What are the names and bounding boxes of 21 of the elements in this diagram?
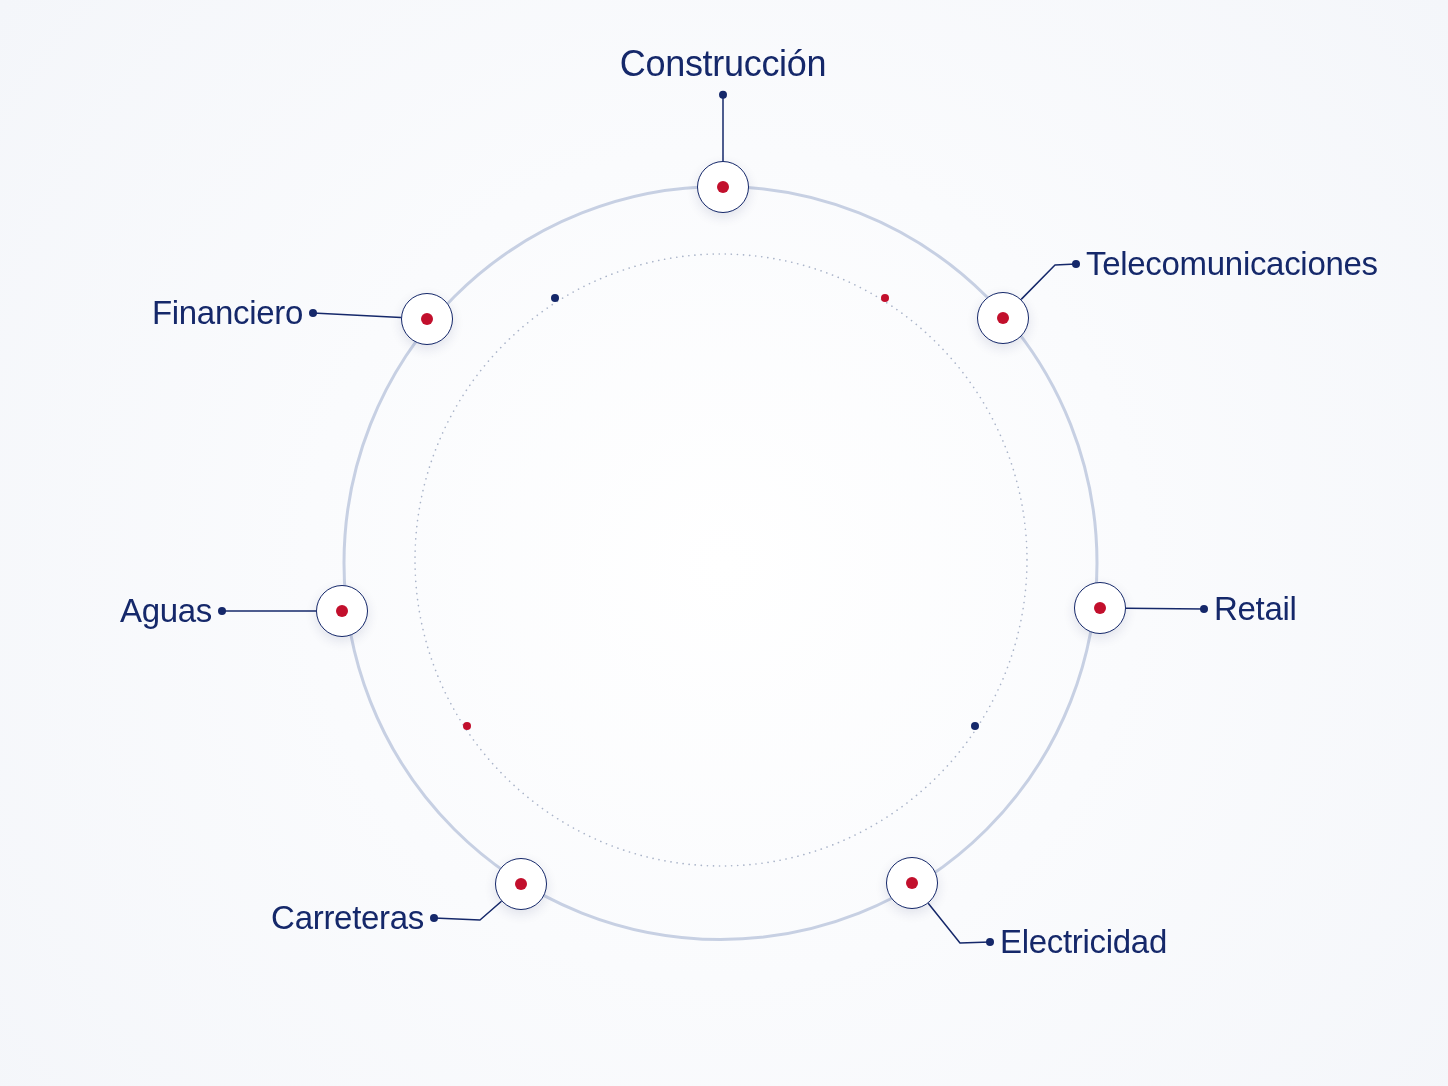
- leader-line: [218, 607, 317, 615]
- sector-label: Construcción: [619, 43, 827, 85]
- sector-label: Electricidad: [1000, 923, 1167, 961]
- marker-circle: [495, 858, 547, 910]
- marker-circle: [401, 293, 453, 345]
- sector-label: Telecomunicaciones: [1086, 245, 1378, 283]
- marker-circle: [316, 585, 368, 637]
- leader-line: [719, 90, 727, 162]
- leader-line: [927, 902, 994, 946]
- sector-label: Aguas: [119, 592, 212, 630]
- marker-circle: [697, 161, 749, 213]
- sector-label: Financiero: [151, 294, 303, 332]
- marker-circle: [1074, 582, 1126, 634]
- marker-circle: [886, 857, 938, 909]
- leader-line: [430, 900, 503, 922]
- leader-line: [309, 309, 402, 319]
- sector-label: Carreteras: [271, 899, 424, 937]
- marker-circle: [977, 292, 1029, 344]
- leader-line: [1125, 605, 1208, 613]
- sector-label: Retail: [1214, 590, 1297, 628]
- leader-line: [1020, 260, 1080, 301]
